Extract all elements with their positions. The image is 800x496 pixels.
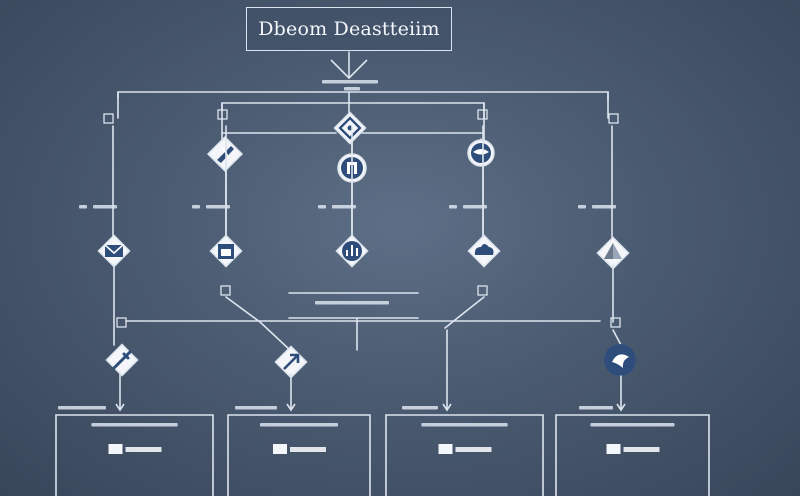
arrow-icon xyxy=(283,353,300,370)
connector-line xyxy=(464,296,485,313)
bottom-panel-badge xyxy=(108,444,162,454)
row3-caption-tick xyxy=(318,205,326,209)
node-r3-4 xyxy=(467,234,501,268)
connector-box-right xyxy=(608,113,619,124)
bottom-panel-badge xyxy=(606,444,660,454)
node-r3-1 xyxy=(97,234,131,268)
node-r2-left xyxy=(206,135,244,173)
bottom-caption-line xyxy=(58,406,106,410)
row3-caption-tick xyxy=(449,205,457,209)
row3-caption-line xyxy=(206,205,230,209)
bottom-panel xyxy=(55,414,214,496)
node-r3-3 xyxy=(335,234,369,268)
bottom-panel-title-line xyxy=(259,423,339,427)
row3-caption-tick xyxy=(79,205,87,209)
row3-caption-line xyxy=(93,205,117,209)
mask-icon xyxy=(471,143,491,163)
bottom-panel-title-line xyxy=(91,423,178,427)
node-r4-3 xyxy=(604,344,636,376)
center-caption-line xyxy=(315,301,389,305)
connector-line xyxy=(444,311,466,329)
bottom-caption-line xyxy=(235,406,277,410)
title-caption-line-2 xyxy=(344,87,360,91)
row3-caption-tick xyxy=(578,205,586,209)
bottom-panel-title-line xyxy=(421,423,508,427)
row3-caption-line xyxy=(332,205,356,209)
bottom-caption-line xyxy=(579,406,613,410)
arrow-head xyxy=(286,403,296,412)
node-r4-1 xyxy=(105,343,139,377)
connector-box-r3c xyxy=(116,317,127,328)
bottom-panel-badge xyxy=(273,444,326,454)
node-r3-2 xyxy=(209,234,243,268)
row3-caption-line xyxy=(463,205,487,209)
connector-box-r3a xyxy=(220,285,231,296)
node-r4-2 xyxy=(274,345,308,379)
pyramid-icon xyxy=(604,243,622,259)
top-bus xyxy=(117,91,609,101)
bottom-panel xyxy=(227,414,371,496)
feather-icon xyxy=(112,350,132,370)
connector-line xyxy=(225,296,261,323)
title-caption-line xyxy=(322,80,378,84)
connector-box-r3d xyxy=(610,317,621,328)
row3-caption-tick xyxy=(192,205,200,209)
bottom-caption-line xyxy=(402,406,438,410)
node-top-center xyxy=(333,111,367,145)
diagram-title: Dbeom Deastteiim xyxy=(246,7,452,51)
envelope-icon xyxy=(104,244,124,257)
bottom-panel-badge xyxy=(438,444,492,454)
connector-box-2 xyxy=(217,109,228,120)
bottom-panel-title-line xyxy=(590,423,675,427)
connector-box-r3b xyxy=(477,285,488,296)
chart-icon xyxy=(342,241,362,261)
bird-icon xyxy=(604,344,636,376)
bottom-panel xyxy=(555,414,710,496)
connector-box-left xyxy=(103,113,114,124)
arrow-head xyxy=(115,403,125,412)
arrow-head xyxy=(616,403,626,412)
row3-caption-line xyxy=(592,205,616,209)
arrow-head xyxy=(442,403,452,412)
connector-line xyxy=(612,329,622,346)
node-r3-5 xyxy=(596,236,630,270)
connector-line xyxy=(259,321,291,351)
cloud-icon xyxy=(474,244,494,255)
node-r2-right xyxy=(467,139,495,167)
connector-box-3 xyxy=(477,109,488,120)
calendar-icon xyxy=(218,244,234,259)
bottom-panel xyxy=(385,414,544,496)
